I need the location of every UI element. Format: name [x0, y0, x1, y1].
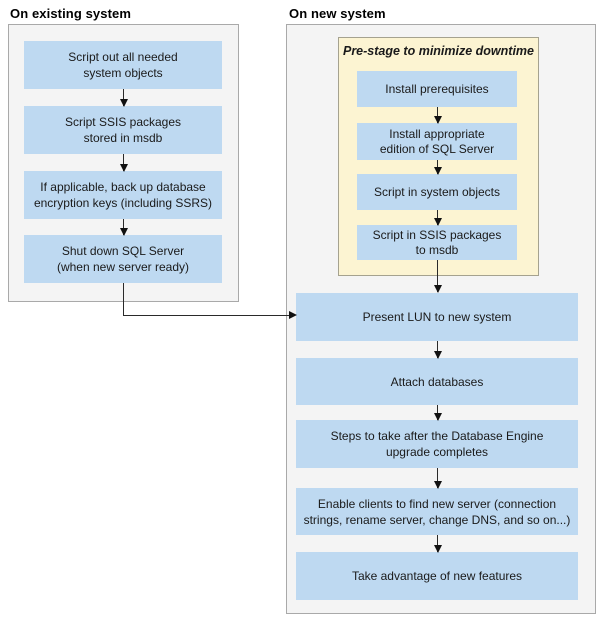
flow-arrow-down: [433, 535, 442, 553]
flow-arrow-down: [119, 154, 128, 172]
flow-arrow-down: [433, 210, 442, 226]
connector-line-vertical: [123, 283, 124, 315]
flow-step-script-out-system-objects: Script out all needed system objects: [24, 41, 222, 89]
flow-arrow-down: [433, 468, 442, 489]
flow-step-present-lun: Present LUN to new system: [296, 293, 578, 341]
flow-arrow-down: [433, 405, 442, 421]
flow-step-script-in-system-objects: Script in system objects: [357, 174, 517, 210]
flow-step-shut-down-sql-server: Shut down SQL Server (when new server re…: [24, 235, 222, 283]
connector-line-horizontal: [123, 315, 289, 316]
flow-step-attach-databases: Attach databases: [296, 358, 578, 405]
flow-step-install-prerequisites: Install prerequisites: [357, 71, 517, 107]
flow-arrow-down: [433, 107, 442, 124]
prestage-title: Pre-stage to minimize downtime: [342, 44, 534, 58]
flow-arrow-down: [433, 160, 442, 175]
flow-step-install-sql-server-edition: Install appropriate edition of SQL Serve…: [357, 123, 517, 160]
existing-system-title: On existing system: [10, 6, 132, 21]
flow-arrow-down: [433, 341, 442, 359]
new-system-title: On new system: [289, 6, 386, 21]
flow-step-post-upgrade-steps: Steps to take after the Database Engine …: [296, 420, 578, 468]
flow-arrow-right: [289, 311, 297, 319]
flow-arrow-down: [119, 89, 128, 107]
flow-arrow-down: [119, 219, 128, 236]
flow-step-take-advantage-new-features: Take advantage of new features: [296, 552, 578, 600]
flow-step-script-ssis-packages: Script SSIS packages stored in msdb: [24, 106, 222, 154]
flow-step-script-in-ssis-packages: Script in SSIS packages to msdb: [357, 225, 517, 260]
flow-arrow-down: [433, 260, 442, 293]
flow-step-backup-encryption-keys: If applicable, back up database encrypti…: [24, 171, 222, 219]
flow-step-enable-clients: Enable clients to find new server (conne…: [296, 488, 578, 535]
